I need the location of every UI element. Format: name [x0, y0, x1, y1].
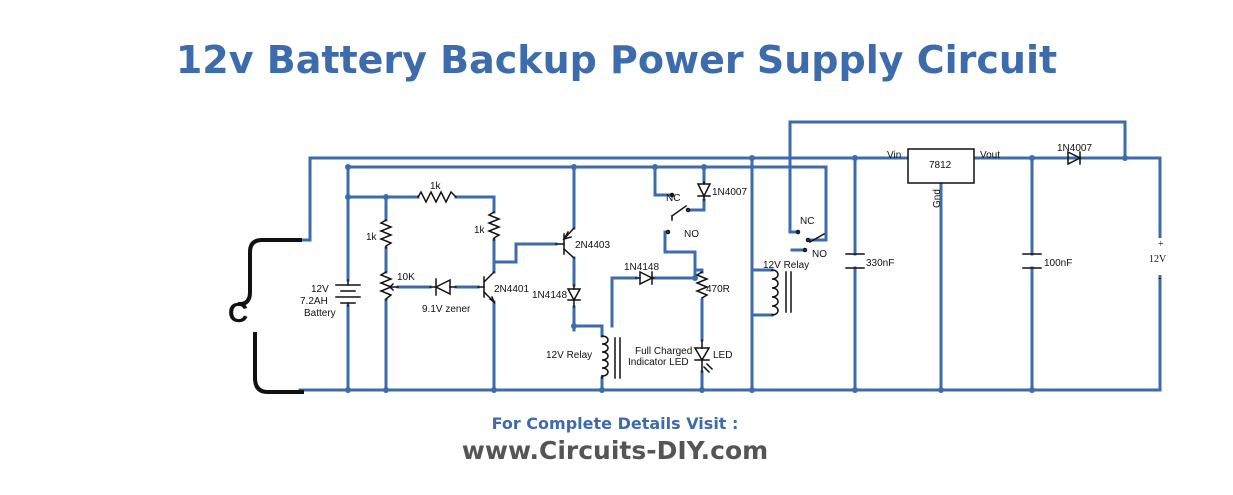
transistor-2n4401: [477, 270, 496, 305]
label-diode-nc: 1N4007: [712, 187, 747, 198]
label-led-caption-1: Full Charged: [635, 346, 692, 357]
label-battery-name: Battery: [304, 308, 336, 319]
diode-1n4007-nc: [696, 181, 712, 201]
visit-caption: For Complete Details Visit :: [491, 414, 739, 433]
label-cap-out: 100nF: [1044, 258, 1072, 269]
diode-1n4148-led: [635, 270, 655, 286]
label-vout: Vout: [980, 150, 1000, 161]
label-reg: 7812: [929, 160, 952, 171]
capacitor-330nf: [845, 253, 865, 269]
label-no2: NO: [812, 249, 827, 260]
label-nc1: NC: [666, 193, 680, 204]
label-vin: Vin: [887, 150, 901, 161]
label-r-collector: 1k: [474, 225, 486, 236]
resistor-1k-left: [378, 218, 394, 249]
capacitor-100nf: [1022, 253, 1042, 269]
led-indicator: [693, 339, 714, 374]
label-no1: NO: [684, 229, 699, 240]
page-title: 12v Battery Backup Power Supply Circuit: [175, 38, 1058, 82]
label-out-voltage: 12V: [1149, 254, 1167, 265]
label-gnd: Gnd: [932, 189, 943, 208]
relay2-switch: [795, 229, 826, 253]
label-q2: 2N4403: [575, 240, 610, 251]
label-out-minus: -: [1158, 273, 1161, 284]
label-cap-in: 330nF: [866, 258, 894, 269]
resistor-470r: [694, 270, 710, 300]
diode-1n4148-relay: [566, 284, 582, 308]
potentiometer-10k: [378, 270, 399, 301]
relay1-switch: [665, 192, 691, 235]
junctions: [345, 155, 1128, 393]
label-led-caption-2: Indicator LED: [628, 357, 689, 368]
output-terminal: [1152, 238, 1168, 275]
resistor-1k-top: [416, 190, 458, 204]
label-diode-relay: 1N4148: [532, 290, 567, 301]
label-out-plus: +: [1158, 239, 1164, 250]
label-diode-led: 1N4148: [624, 262, 659, 273]
zener-diode: [429, 278, 457, 296]
label-pot: 10K: [397, 272, 415, 283]
website-link[interactable]: www.Circuits-DIY.com: [461, 436, 769, 465]
label-r-top: 1k: [430, 181, 442, 192]
input-bracket: [237, 238, 302, 307]
relay2-coil: [771, 269, 792, 316]
battery-symbol: [335, 279, 361, 307]
label-c-marker: C: [228, 297, 248, 328]
label-relay1: 12V Relay: [546, 350, 592, 361]
label-zener: 9.1V zener: [422, 304, 471, 315]
label-relay2: 12V Relay: [763, 260, 809, 271]
label-r-left: 1k: [366, 232, 378, 243]
label-led: LED: [713, 350, 732, 361]
label-nc2: NC: [800, 216, 814, 227]
relay1-coil: [601, 335, 621, 379]
label-r-led: 470R: [706, 284, 730, 295]
diode-1n4007-output: [1067, 150, 1082, 166]
label-q1: 2N4401: [494, 284, 529, 295]
resistor-1k-collector: [486, 210, 502, 241]
transistor-2n4403: [555, 226, 576, 260]
label-battery-capacity: 7.2AH: [300, 296, 328, 307]
wires: [298, 120, 1162, 392]
regulator-7812: [907, 148, 975, 184]
label-diode-out: 1N4007: [1057, 143, 1092, 154]
label-battery-voltage: 12V: [311, 284, 329, 295]
